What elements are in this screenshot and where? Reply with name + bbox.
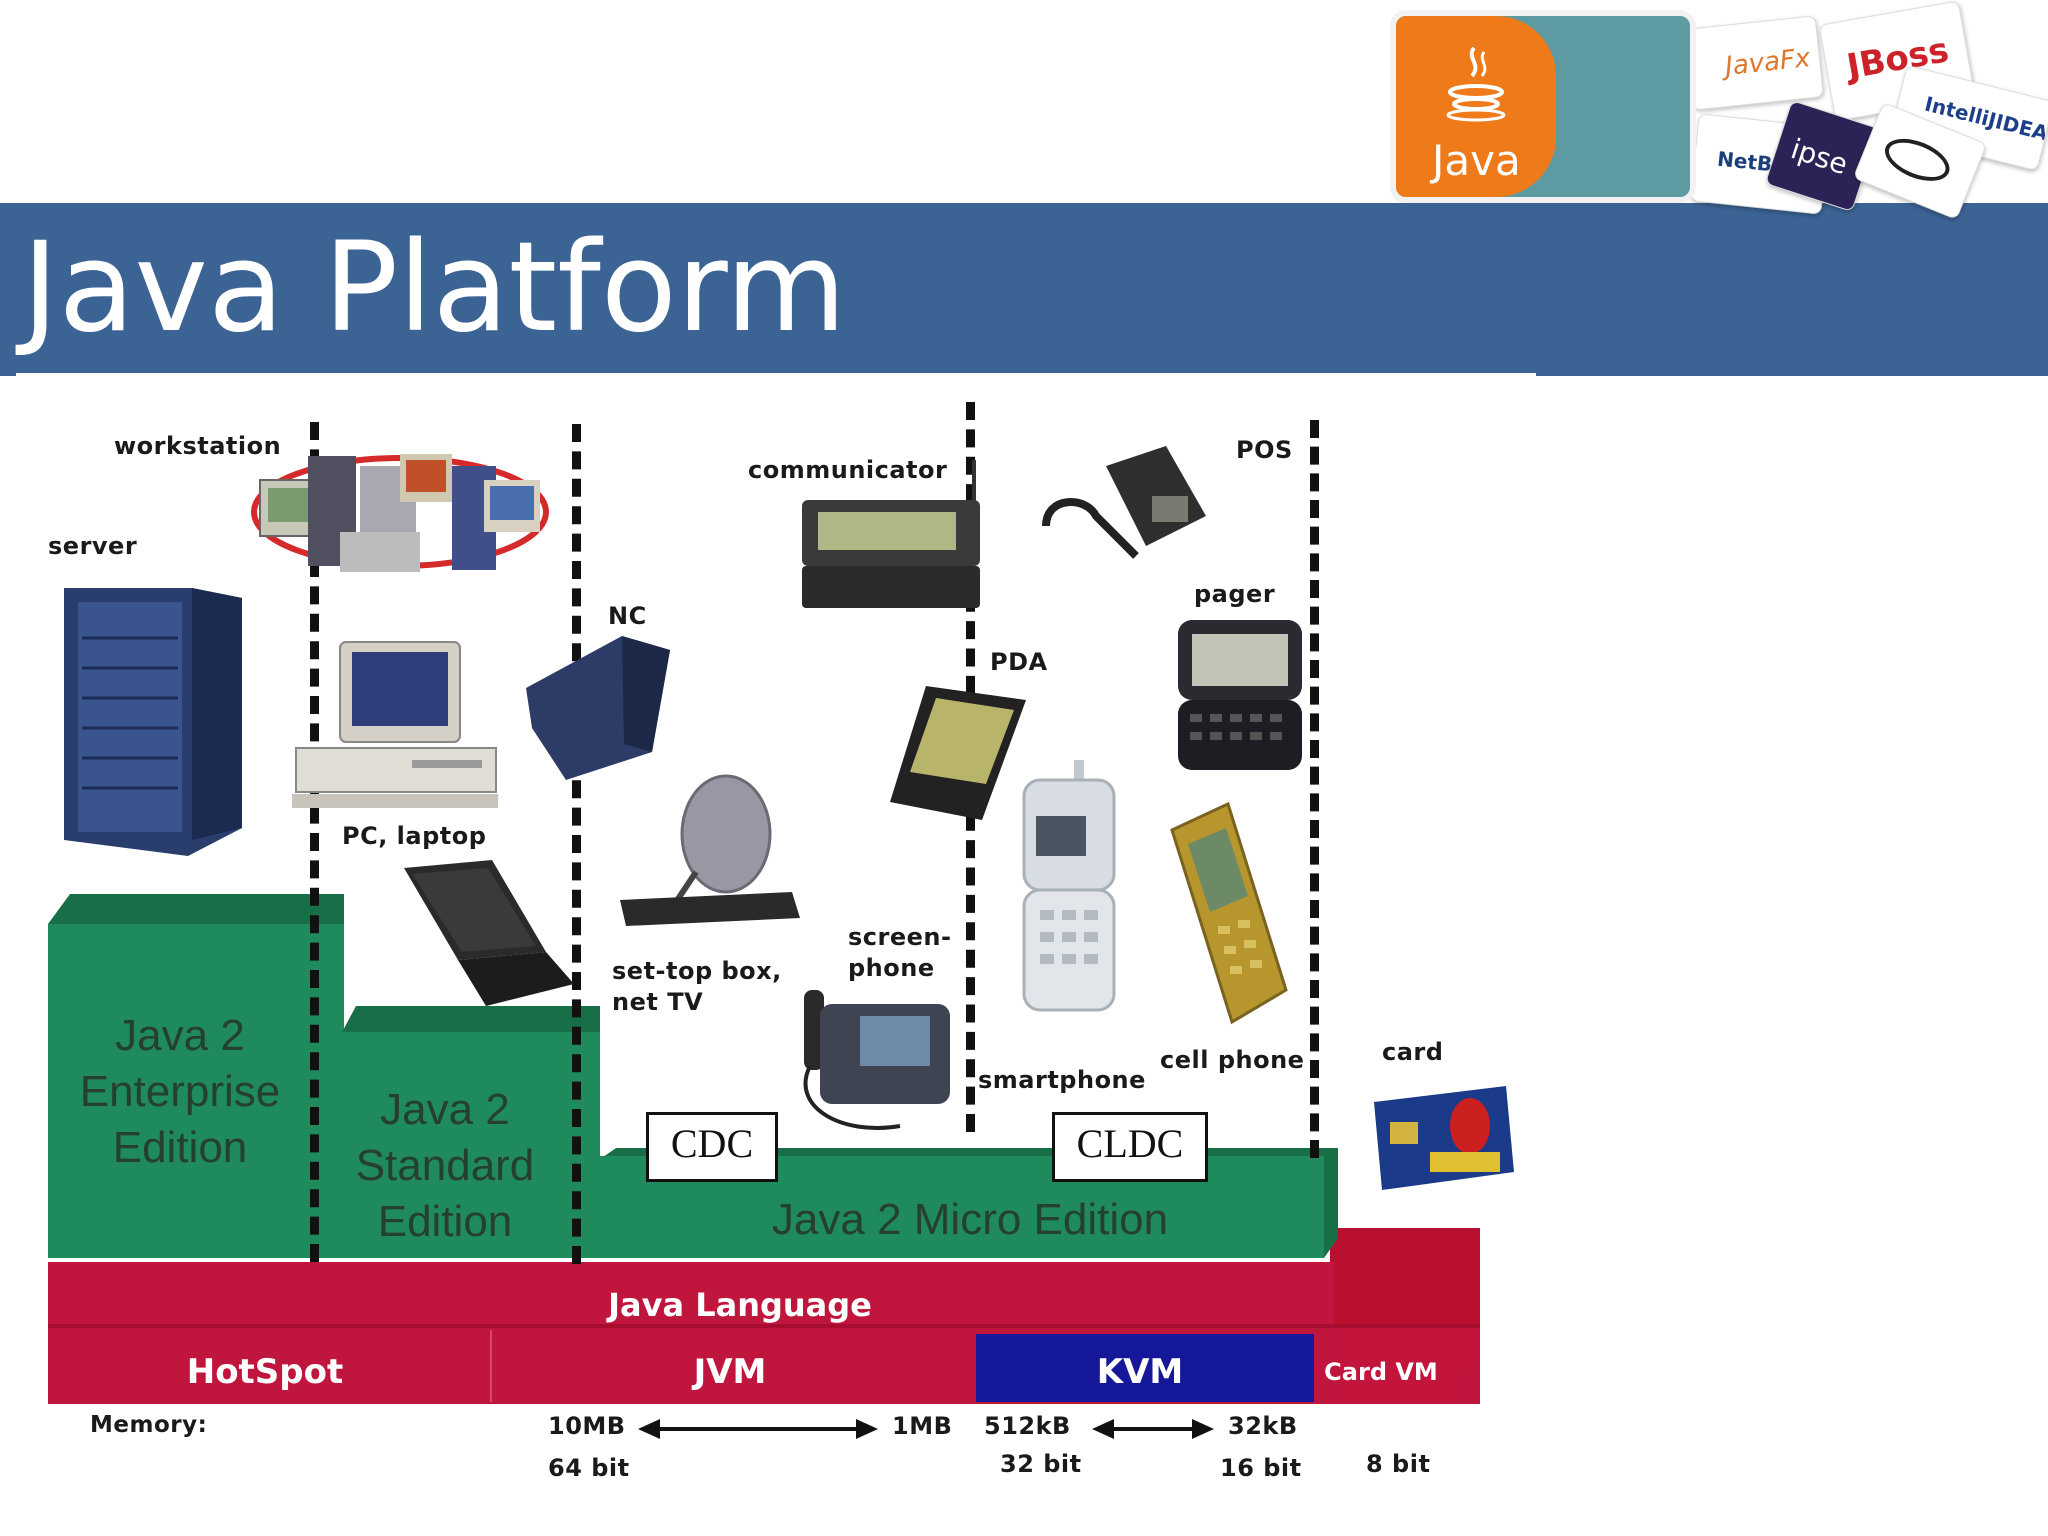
- card-label: card: [1382, 1038, 1444, 1066]
- kvm-block: [976, 1334, 1314, 1402]
- kvm-label: KVM: [1096, 1352, 1184, 1392]
- smartphone-label: smartphone: [978, 1066, 1146, 1094]
- screenphone-icon: [803, 990, 950, 1130]
- smart-card-icon: [1374, 1086, 1514, 1190]
- memory-range-arrow-kvm: [1092, 1419, 1214, 1439]
- server-label: server: [48, 532, 138, 560]
- pc-laptop-label: PC, laptop: [342, 822, 487, 850]
- cldc-box: CLDC: [1052, 1112, 1208, 1182]
- pos-terminal-icon: [1042, 446, 1206, 559]
- hotspot-label: HotSpot: [186, 1352, 344, 1392]
- micro-edition-label: Java 2 Micro Edition: [771, 1195, 1169, 1244]
- communicator-icon: [802, 460, 980, 608]
- java-logo-text: Java: [1432, 136, 1521, 185]
- memory-1mb: 1MB: [892, 1412, 953, 1440]
- memory-512kb: 512kB: [984, 1412, 1071, 1440]
- divider-ee-se: [310, 422, 319, 1262]
- pager-icon: [1178, 620, 1302, 770]
- standard-edition-label: Java 2 Standard Edition: [355, 1085, 535, 1246]
- jvm-label: JVM: [693, 1352, 767, 1392]
- memory-32bit: 32 bit: [1000, 1450, 1082, 1478]
- communicator-label: communicator: [748, 456, 948, 484]
- cell-phone-label: cell phone: [1160, 1046, 1305, 1074]
- pda-label: PDA: [990, 648, 1048, 676]
- java-logo: Java: [1390, 10, 1696, 203]
- title-underline: [16, 373, 1536, 377]
- card-vm-label: Card VM: [1324, 1358, 1438, 1386]
- vm-divider: [490, 1330, 492, 1402]
- cell-phone-icon: [1170, 801, 1288, 1025]
- divider-me-card: [1310, 420, 1319, 1158]
- network-computer-icon: [526, 636, 670, 780]
- memory-range-arrow-jvm: [638, 1419, 878, 1439]
- memory-8bit: 8 bit: [1366, 1450, 1431, 1478]
- pos-label: POS: [1236, 436, 1293, 464]
- set-top-box-icon: [620, 774, 800, 926]
- memory-10mb: 10MB: [548, 1412, 626, 1440]
- memory-16bit: 16 bit: [1220, 1454, 1302, 1482]
- memory-64bit: 64 bit: [548, 1454, 630, 1482]
- pc-icon: [292, 641, 498, 808]
- server-icon: [64, 588, 242, 856]
- coffee-cup-icon: [1446, 46, 1506, 122]
- screenphone-label: screen- phone: [848, 923, 952, 982]
- workstation-label: workstation: [114, 432, 282, 460]
- divider-se-me: [572, 424, 581, 1264]
- memory-32kb: 32kB: [1228, 1412, 1298, 1440]
- enterprise-edition-label: Java 2 Enterprise Edition: [79, 1011, 281, 1172]
- pager-label: pager: [1194, 580, 1276, 608]
- page-title: Java Platform: [22, 216, 847, 360]
- javafx-logo: JavaFx: [1684, 15, 1824, 111]
- memory-label: Memory:: [90, 1412, 208, 1438]
- pda-icon: [890, 686, 1026, 820]
- nc-label: NC: [608, 602, 647, 630]
- title-banner: [0, 203, 2048, 376]
- laptop-icon: [404, 860, 574, 1006]
- cdc-box: CDC: [646, 1112, 778, 1182]
- smartphone-icon: [1022, 760, 1116, 1012]
- set-top-box-label: set-top box, net TV: [612, 957, 782, 1016]
- java-language-label: Java Language: [608, 1286, 872, 1324]
- workstation-cluster-icon: [251, 454, 549, 572]
